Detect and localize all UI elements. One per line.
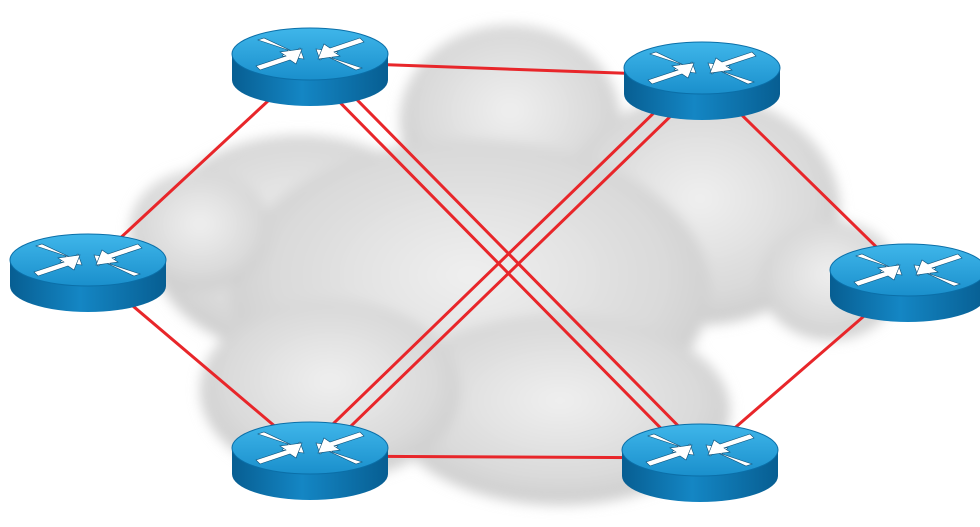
- link-top-right-bottom-left-2: [304, 69, 699, 453]
- router-icon-left: [9, 233, 167, 313]
- router-icon-top-left: [231, 27, 389, 107]
- router-icon-right: [829, 243, 980, 323]
- link-top-left-bottom-right-2: [303, 65, 697, 464]
- router-icon-bottom-left: [231, 421, 389, 501]
- router-icon-bottom-right: [621, 423, 779, 503]
- link-top-left-bottom-right-1: [313, 56, 707, 455]
- router-icon-top-right: [623, 41, 781, 121]
- link-top-right-bottom-left-1: [313, 79, 708, 463]
